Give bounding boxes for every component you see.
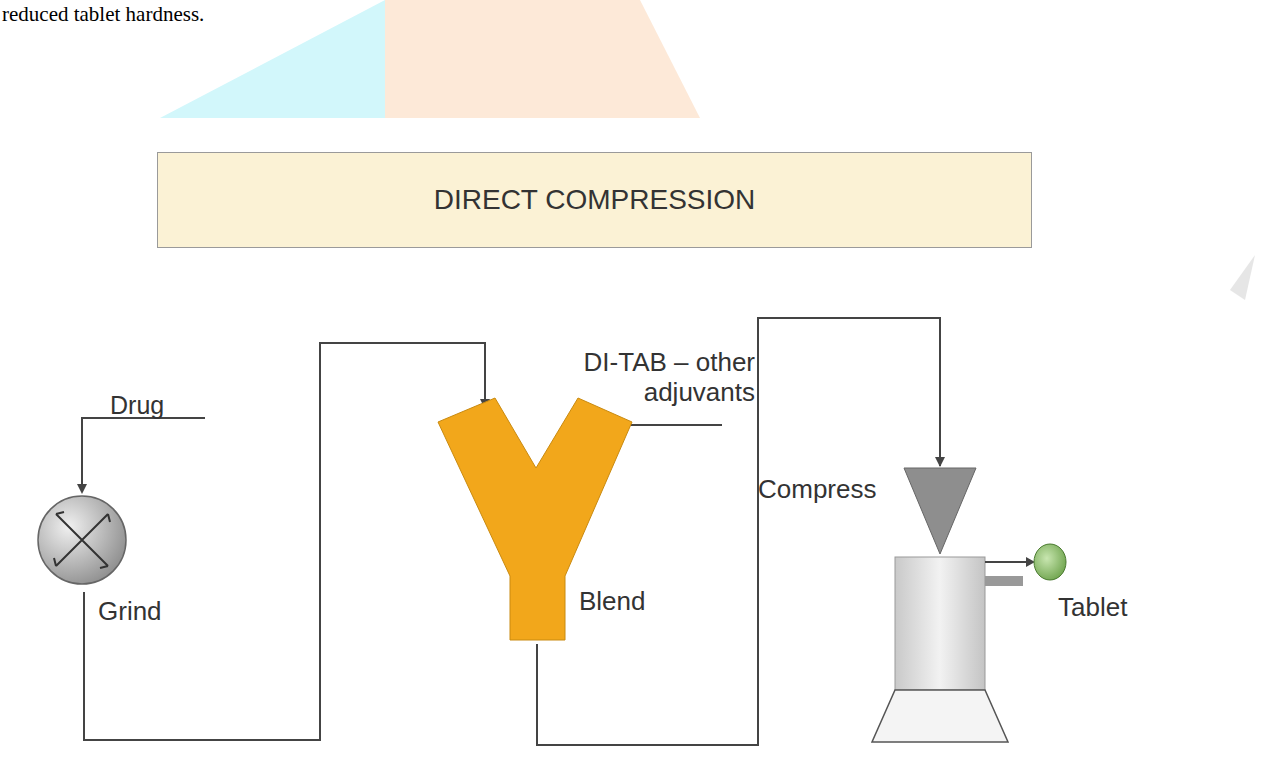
node-label: Grind [98, 596, 162, 627]
hopper-shape [904, 468, 976, 554]
watermark-shape [385, 0, 700, 118]
hopper-node: Compress [752, 462, 984, 558]
eject-arrow [985, 561, 1028, 563]
feed-line [82, 418, 205, 486]
hopper-symbol [902, 464, 978, 556]
input-label: Drug [110, 391, 164, 420]
grinder-circle [38, 496, 126, 584]
band-node: DIRECT COMPRESSION [157, 152, 1032, 248]
tablet-shape [1034, 544, 1066, 580]
band-title: DIRECT COMPRESSION [434, 184, 756, 216]
node-label: Blend [579, 586, 646, 617]
node-label: Compress [758, 474, 876, 505]
watermark-shape [1230, 255, 1255, 300]
grinder-symbol [34, 492, 134, 592]
press-body [895, 557, 985, 690]
press-base [872, 690, 1008, 742]
input-label: DI-TAB – other adjuvants [500, 348, 755, 408]
blender-node: Blend [435, 396, 675, 644]
grinder-node: Grind [30, 488, 190, 628]
page-text: reduced tablet hardness. [2, 2, 204, 27]
arrow-head [77, 484, 87, 494]
eject-bar [985, 576, 1023, 586]
grinder-cross [54, 512, 110, 568]
flow-connector [84, 343, 485, 740]
output-label: Tablet [1058, 592, 1127, 623]
feed-line [622, 424, 722, 426]
